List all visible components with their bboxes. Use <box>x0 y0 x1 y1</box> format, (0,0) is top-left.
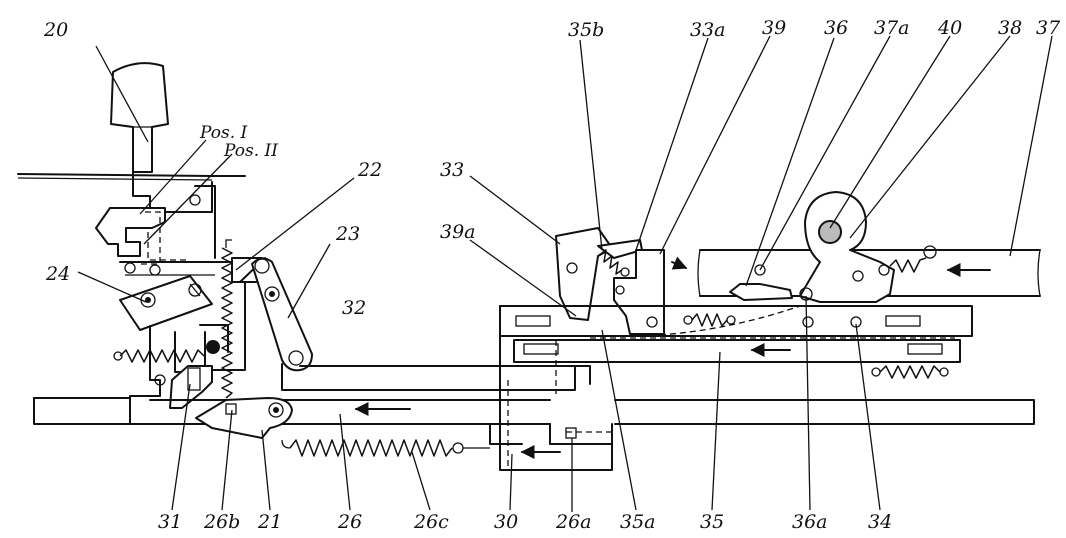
left-bracket <box>119 261 246 425</box>
part-39-latch <box>613 249 665 335</box>
label-35b: 35b <box>568 19 604 41</box>
part-35b-spring <box>597 249 630 277</box>
label-36: 36 <box>824 17 848 39</box>
part-36-pawl <box>729 264 793 301</box>
label-26c: 26c <box>413 511 449 533</box>
part-30-block <box>499 305 613 471</box>
label-33: 33 <box>440 159 464 181</box>
label-35: 35 <box>700 511 724 533</box>
spring-34-left <box>683 313 736 327</box>
label-26a: 26a <box>555 511 592 533</box>
label-32: 32 <box>342 297 366 319</box>
label-35a: 35a <box>620 511 656 533</box>
horizontal-spring-left <box>113 349 205 363</box>
leader-lines <box>77 35 1053 512</box>
label-30: 30 <box>494 511 518 533</box>
label-31: 31 <box>158 511 182 533</box>
label-21: 21 <box>257 511 282 533</box>
part-32-rod <box>281 363 576 391</box>
label-24: 24 <box>45 263 70 285</box>
label-39: 39 <box>762 17 786 39</box>
part-35-slide <box>513 339 961 385</box>
top-plate <box>17 173 246 181</box>
part-38-cam <box>599 191 937 338</box>
label-39a: 39a <box>440 221 476 243</box>
label-37a: 37a <box>874 17 910 39</box>
label-20: 20 <box>43 19 68 41</box>
label-36a: 36a <box>792 511 828 533</box>
label-26: 26 <box>337 511 362 533</box>
label-37: 37 <box>1036 17 1061 39</box>
label-40: 40 <box>937 17 962 39</box>
spring-35-return <box>871 365 949 379</box>
labels: 20 Pos. I Pos. II 22 23 24 32 33 39a 35b… <box>43 17 1061 533</box>
vertical-spring <box>221 239 233 399</box>
label-pos-i: Pos. I <box>199 123 248 143</box>
part-31-latch <box>169 365 213 409</box>
part-24-lever <box>119 275 213 331</box>
label-26b: 26b <box>203 511 240 533</box>
spring-26c <box>281 439 490 457</box>
part-21-pawl <box>195 397 293 439</box>
part-33-lever <box>555 227 643 321</box>
label-23: 23 <box>335 223 360 245</box>
label-38: 38 <box>998 17 1022 39</box>
selector-knob <box>110 62 169 173</box>
label-22: 22 <box>357 159 382 181</box>
label-pos-ii: Pos. II <box>223 141 278 161</box>
part-23-link <box>251 257 313 372</box>
latch-hook <box>95 207 166 265</box>
label-34: 34 <box>868 511 892 533</box>
label-33a: 33a <box>690 19 726 41</box>
